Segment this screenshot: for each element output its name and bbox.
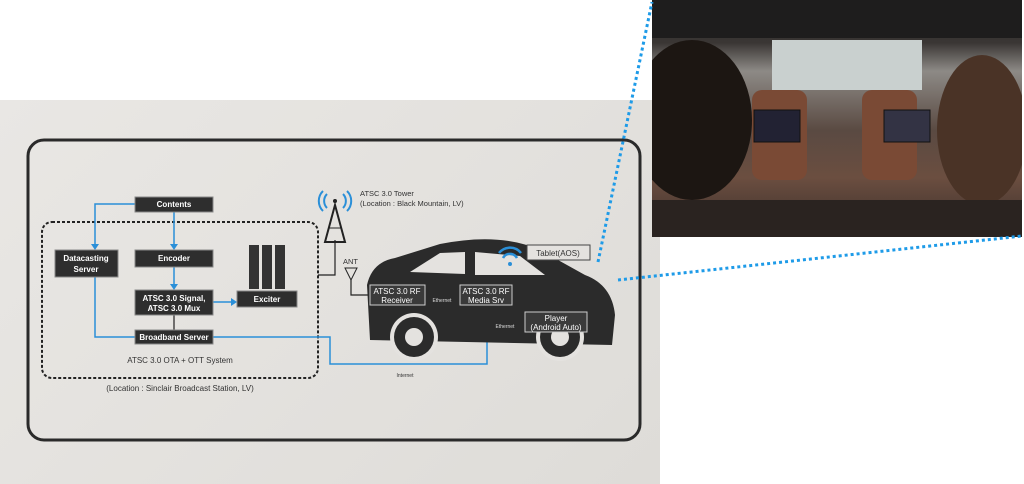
datacasting-server-box: Datacasting Server [54, 249, 119, 278]
tower-location: (Location : Black Mountain, LV) [360, 199, 464, 208]
internet-label: Internet [397, 373, 415, 379]
ant-label: ANT [343, 257, 358, 266]
wifi-icon [498, 246, 522, 266]
encoder-box: Encoder [134, 249, 214, 268]
photo-illustration [652, 0, 1022, 237]
exciter-box: Exciter [236, 290, 298, 308]
rf-media-srv-box: ATSC 3.0 RF Media Srv [459, 284, 513, 306]
arrowheads [91, 244, 237, 306]
screen-right [883, 109, 931, 143]
car-window-front [410, 252, 465, 274]
player-box: Player (Android Auto) [524, 311, 588, 333]
diagram-frame [26, 138, 642, 442]
svg-text:Player: Player [545, 314, 568, 323]
svg-text:Broadband Server: Broadband Server [139, 333, 208, 342]
in-car-passengers-photo [652, 0, 1022, 237]
passenger-right [937, 55, 1022, 205]
svg-text:Tablet(AOS): Tablet(AOS) [536, 249, 580, 258]
svg-text:ATSC 3.0 Signal,: ATSC 3.0 Signal, [143, 294, 206, 303]
rear-console [652, 200, 1022, 237]
windshield [772, 40, 922, 90]
system-label: ATSC 3.0 OTA + OTT System [127, 356, 233, 365]
svg-text:Datacasting: Datacasting [63, 254, 108, 263]
tablet-box: Tablet(AOS) [526, 244, 591, 261]
antenna-icon [344, 267, 358, 282]
data-flow-lines [94, 203, 488, 365]
rf-receiver-box: ATSC 3.0 RF Receiver [369, 284, 426, 306]
station-location: (Location : Sinclair Broadcast Station, … [106, 384, 254, 393]
svg-text:Receiver: Receiver [381, 296, 413, 305]
svg-text:Contents: Contents [157, 200, 192, 209]
server-rack-icon [249, 245, 285, 289]
callout-lines [596, 1, 1023, 282]
svg-text:Server: Server [74, 265, 99, 274]
svg-text:ATSC 3.0 RF: ATSC 3.0 RF [463, 287, 510, 296]
svg-text:Media Srv: Media Srv [468, 296, 504, 305]
screen-left [753, 109, 801, 143]
svg-text:Encoder: Encoder [158, 254, 190, 263]
svg-text:ATSC 3.0 RF: ATSC 3.0 RF [374, 287, 421, 296]
tower-icon [317, 190, 353, 243]
contents-box: Contents [134, 196, 214, 213]
ethernet-label-1: Ethernet [433, 298, 453, 304]
roof [652, 0, 1022, 38]
tower-title: ATSC 3.0 Tower [360, 189, 414, 198]
broadband-server-box: Broadband Server [134, 329, 214, 345]
ethernet-label-2: Ethernet [496, 324, 516, 330]
signal-mux-box: ATSC 3.0 Signal, ATSC 3.0 Mux [134, 289, 214, 316]
svg-text:Exciter: Exciter [254, 295, 281, 304]
svg-text:(Android Auto): (Android Auto) [530, 323, 581, 332]
svg-text:ATSC 3.0 Mux: ATSC 3.0 Mux [148, 304, 201, 313]
wheel-front [390, 313, 438, 361]
passenger-left [652, 40, 752, 200]
system-boundary [41, 221, 319, 379]
